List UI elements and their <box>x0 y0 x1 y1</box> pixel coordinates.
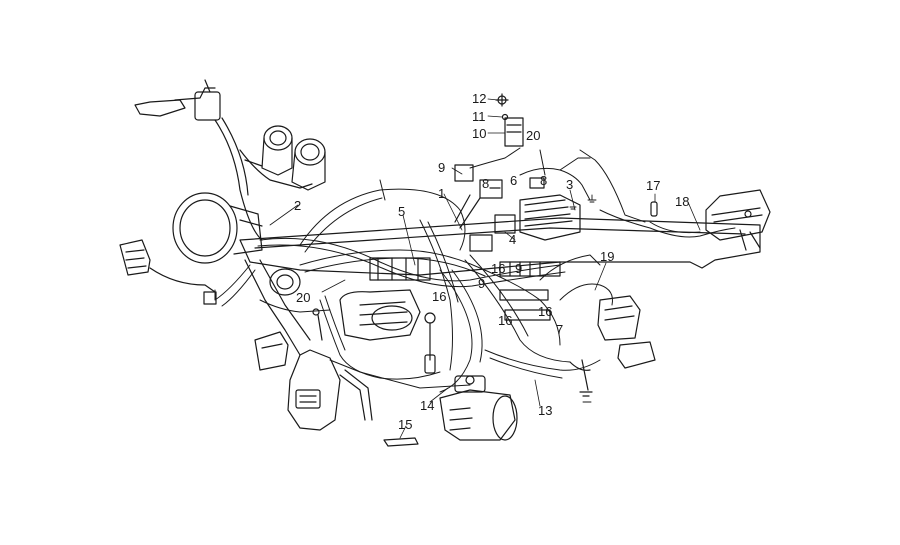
connector-block-left <box>254 331 289 371</box>
starter-motor <box>439 375 518 441</box>
callout-5: 5 <box>398 204 406 219</box>
callout-16-top: 16 <box>491 261 506 276</box>
callout-8-right: 8 <box>540 173 548 188</box>
headlight <box>172 192 263 264</box>
wiring-harness <box>214 147 736 393</box>
small-fasteners <box>495 93 509 121</box>
callout-10: 10 <box>472 126 487 141</box>
callout-20-top: 20 <box>526 128 541 143</box>
callout-15: 15 <box>398 417 413 432</box>
left-turn-signal <box>119 239 217 305</box>
callout-13: 13 <box>538 403 553 418</box>
callout-6: 6 <box>510 173 518 188</box>
bracket-15 <box>383 437 419 447</box>
callout-20-left: 20 <box>296 290 311 305</box>
engine-components <box>312 234 561 374</box>
tail-light <box>705 189 771 251</box>
callout-7: 7 <box>556 322 564 337</box>
callout-19: 19 <box>600 249 615 264</box>
callout-9-right: 9 <box>515 261 523 276</box>
callout-16-mid: 16 <box>498 313 513 328</box>
callout-1: 1 <box>438 186 446 201</box>
callout-2: 2 <box>294 198 302 213</box>
ignition-module <box>287 349 373 431</box>
fuse <box>650 201 658 217</box>
handlebar-and-gauges <box>134 79 326 241</box>
callout-3: 3 <box>566 177 574 192</box>
callout-8-left: 8 <box>482 176 490 191</box>
callout-9-top: 9 <box>438 160 446 175</box>
callout-9-mid: 9 <box>478 276 486 291</box>
horn <box>269 268 301 296</box>
callout-16-right: 16 <box>538 304 553 319</box>
callout-16-left: 16 <box>432 289 447 304</box>
callout-14: 14 <box>420 398 435 413</box>
callout-4: 4 <box>509 232 517 247</box>
regulator-cluster <box>454 117 581 241</box>
ground-symbols <box>569 194 597 403</box>
callout-11: 11 <box>472 109 486 124</box>
callout-18: 18 <box>675 194 690 209</box>
callout-17: 17 <box>646 178 661 193</box>
callout-12: 12 <box>472 91 487 106</box>
right-side-components <box>569 295 656 397</box>
